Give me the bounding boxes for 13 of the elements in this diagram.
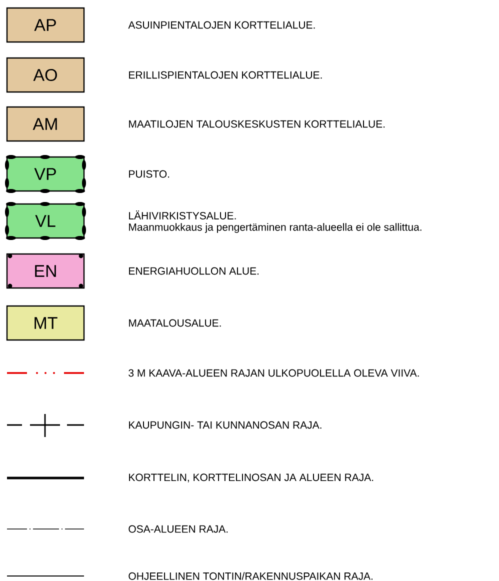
legend-text: ERILLISPIENTALOJEN KORTTELIALUE. xyxy=(129,71,322,79)
legend-text: OHJEELLINEN TONTIN/RAKENNUSPAIKAN RAJA. xyxy=(128,572,372,580)
legend-text: MAATILOJEN TALOUSKESKUSTEN KORTTELIALUE. xyxy=(129,120,385,128)
note-text: Maanmuokkaus ja pengertäminen ranta-alueella ei ole sallittua. xyxy=(129,223,422,233)
legend-text: KAUPUNGIN- TAI KUNNANOSAN RAJA. xyxy=(129,421,322,429)
legend-text: 3 M KAAVA-ALUEEN RAJAN ULKOPUOLELLA OLEVA VIIVA. xyxy=(128,369,419,377)
legend-text: PUISTO. xyxy=(129,170,170,178)
legend-text: ENERGIAHUOLLON ALUE. xyxy=(129,267,259,275)
legend-text: ASUINPIENTALOJEN KORTTELIALUE. xyxy=(128,21,315,29)
legend-text: MAATALOUSALUE. xyxy=(129,319,221,327)
legend-text: KORTTELIN, KORTTELINOSAN JA ALUEEN RAJA. xyxy=(129,474,374,482)
legend-text: OSA-ALUEEN RAJA. xyxy=(128,525,228,533)
legend-text: LÄHIVIRKISTYSALUE. xyxy=(129,210,236,220)
